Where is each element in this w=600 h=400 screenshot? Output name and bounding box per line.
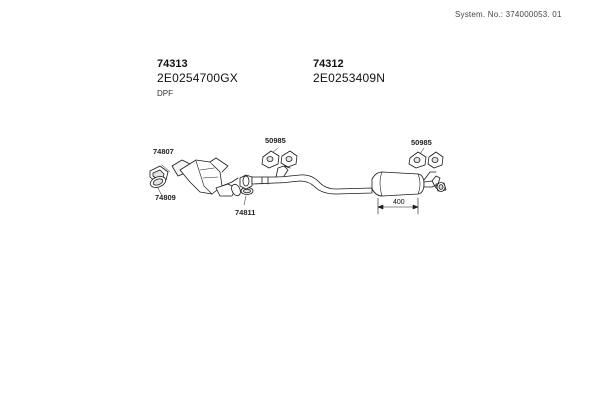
front-pipe [239, 165, 373, 195]
dpf-converter [171, 157, 241, 197]
callout-74811: 74811 [235, 208, 256, 217]
dimension-value: 400 [393, 199, 405, 206]
part-number-dpf: 74313 [157, 58, 188, 70]
dimension-line-400 [377, 197, 419, 215]
rear-silencer [371, 171, 447, 197]
clamp-74811 [240, 187, 254, 195]
callout-74809: 74809 [155, 193, 176, 202]
rubber-mounts-50985-right [408, 151, 444, 169]
callout-50985-right: 50985 [411, 138, 432, 147]
rubber-mounts-50985-left [261, 150, 298, 169]
part-number-silencer: 74312 [313, 58, 344, 70]
dpf-note: DPF [157, 89, 173, 98]
system-number: System. No.: 374000053. 01 [455, 10, 562, 19]
oem-number-silencer: 2E0253409N [313, 71, 386, 85]
callout-50985-left: 50985 [265, 136, 286, 145]
gasket-74809 [149, 176, 167, 188]
oem-number-dpf: 2E0254700GX [157, 71, 238, 85]
callout-74807: 74807 [153, 147, 174, 156]
